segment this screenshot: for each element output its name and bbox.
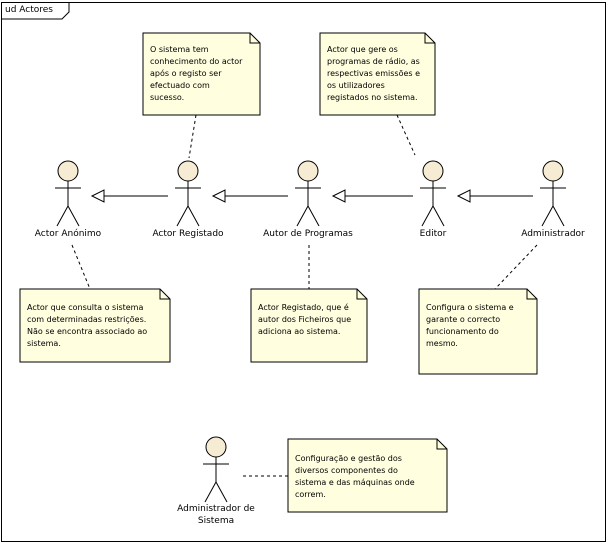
note-line: sistema. — [27, 339, 61, 348]
actor-label-autor: Autor de Programas — [263, 229, 353, 239]
note-line: O sistema tem — [150, 45, 209, 54]
note-shape-autor — [250, 288, 368, 363]
generalization-admin-editor — [456, 189, 533, 203]
actor-label-anonimo: Actor Anónimo — [34, 229, 102, 239]
note-line: efectuado com — [150, 81, 210, 90]
frame-tab-outline — [1, 2, 70, 20]
generalization-autor-registado — [211, 189, 288, 203]
actor-figure-admin[interactable] — [540, 160, 566, 227]
note-line: correm. — [295, 490, 326, 499]
actor-label-admin: Administrador — [521, 229, 585, 239]
note-shape-admin-sistema — [287, 438, 448, 513]
note-anchor-admin — [494, 244, 538, 290]
note-shape-registado — [142, 32, 261, 116]
note-line: diversos componentes do — [295, 466, 398, 475]
actor-label-line: Administrador de — [177, 504, 255, 514]
generalization-registado-anonimo — [90, 189, 168, 203]
note-line: respectivas emissões e — [327, 69, 421, 78]
actor-figure-registado[interactable] — [175, 160, 201, 227]
note-line: com determinadas restrições. — [27, 315, 147, 324]
note-line: programas de rádio, as — [327, 57, 420, 66]
actor-label-admin-sistema: Administrador de Sistema — [161, 503, 271, 527]
actor-figure-anonimo[interactable] — [55, 160, 81, 227]
note-line: adiciona ao sistema. — [258, 327, 341, 336]
note-anchor-registado — [188, 114, 197, 159]
note-line: Configura o sistema e — [426, 303, 514, 312]
note-line: Actor que consulta o sistema — [27, 303, 144, 312]
note-line: após o registo ser — [150, 69, 222, 78]
note-admin-sistema: Configuração e gestão dos diversos compo… — [289, 448, 446, 506]
note-line: registados no sistema. — [327, 93, 418, 102]
note-anchor-anonimo — [71, 244, 91, 290]
note-anonimo: Actor que consulta o sistema com determi… — [21, 297, 169, 355]
actor-label-registado: Actor Registado — [152, 229, 224, 239]
note-shape-anonimo — [19, 288, 171, 363]
note-admin: Configura o sistema e garante o correcto… — [420, 297, 536, 355]
note-registado: O sistema tem conhecimento do actor após… — [144, 39, 259, 109]
note-line: Configuração e gestão dos — [295, 454, 402, 463]
actor-figure-admin-sistema[interactable] — [203, 436, 229, 503]
note-line: Actor Registado, que é — [258, 303, 349, 312]
note-line: mesmo. — [426, 339, 458, 348]
note-line: sistema e das máquinas onde — [295, 478, 415, 487]
actor-label-line: Sistema — [197, 516, 235, 526]
note-line: Não se encontra associado ao — [27, 327, 148, 336]
note-line: Actor que gere os — [327, 45, 398, 54]
note-line: funcionamento do — [426, 327, 499, 336]
frame-title: ud Actores — [5, 5, 53, 15]
note-autor: Actor Registado, que é autor dos Ficheir… — [252, 297, 366, 343]
note-editor: Actor que gere os programas de rádio, as… — [321, 39, 434, 109]
generalization-editor-autor — [331, 189, 413, 203]
note-shape-editor — [319, 32, 436, 116]
note-line: sucesso. — [150, 93, 185, 102]
actor-figure-editor[interactable] — [420, 160, 446, 227]
note-anchor-editor — [396, 114, 416, 156]
actor-figure-autor[interactable] — [295, 160, 321, 227]
note-shape-admin — [418, 288, 538, 375]
note-line: garante o correcto — [426, 315, 501, 324]
actor-label-editor: Editor — [419, 229, 447, 239]
note-line: conhecimento do actor — [150, 57, 243, 66]
note-line: autor dos Ficheiros que — [258, 315, 352, 324]
note-line: os utilizadores — [327, 81, 385, 90]
